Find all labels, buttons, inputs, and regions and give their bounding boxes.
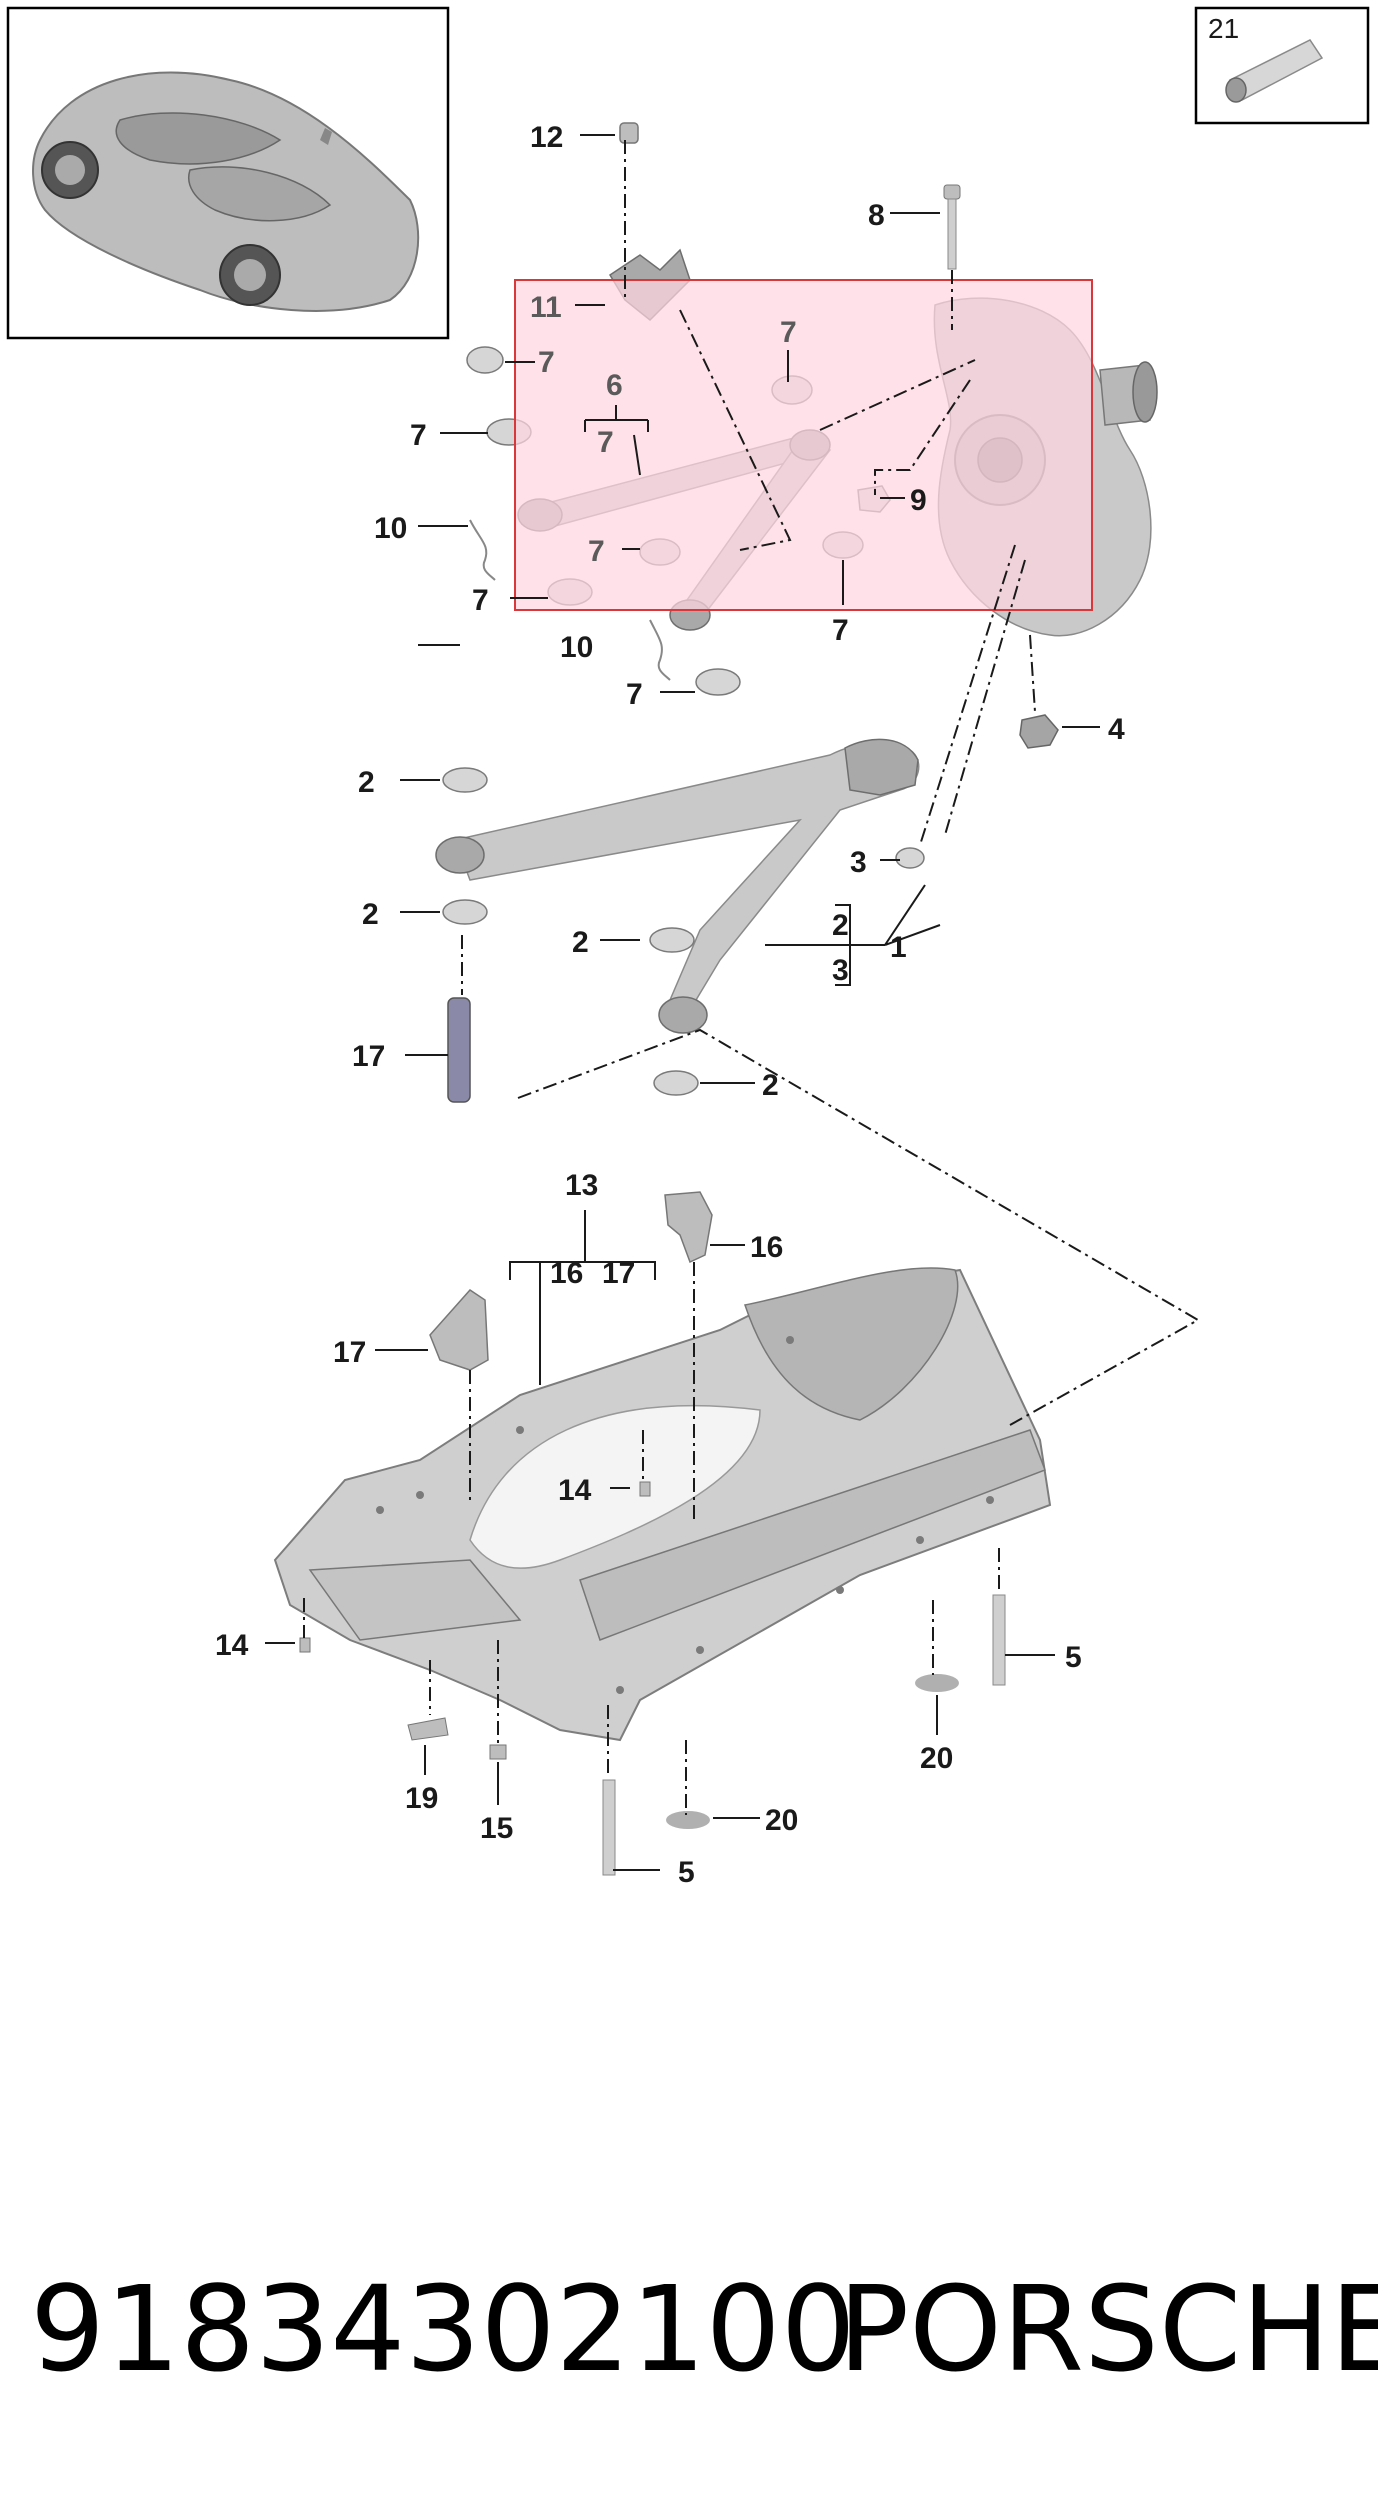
- brand-name: PORSCHE: [838, 2260, 1378, 2398]
- dash-lines: [303, 140, 1201, 1815]
- callout-2-a: 2: [358, 766, 375, 799]
- callout-3-a: 3: [850, 846, 867, 879]
- callout-10-a: 10: [374, 512, 407, 545]
- callout-12: 12: [530, 121, 563, 154]
- callout-15: 15: [480, 1812, 513, 1845]
- callout-7-f: 7: [472, 584, 489, 617]
- bolts-5: [602, 1594, 1006, 1876]
- bolt-8: [943, 184, 961, 270]
- callout-7-a: 7: [538, 346, 555, 379]
- vehicle-thumbnail: [6, 6, 450, 340]
- callout-19: 19: [405, 1782, 438, 1815]
- car-illustration: [32, 71, 420, 312]
- callout-11: 11: [530, 291, 562, 324]
- part-number: 91834302100: [30, 2260, 856, 2398]
- upper-assembly: [466, 122, 1158, 749]
- part-21-box: 21: [1194, 6, 1370, 125]
- callout-7-d: 7: [410, 419, 427, 452]
- callout-8: 8: [868, 199, 885, 232]
- callout-20-a: 20: [920, 1742, 953, 1775]
- callout-10-b: 10: [560, 631, 593, 664]
- callout-2-e: 2: [762, 1069, 779, 1102]
- callout-7-h: 7: [626, 678, 643, 711]
- callout-3-b: 3: [832, 954, 849, 987]
- nut-4: [1019, 714, 1059, 749]
- callout-2-d: 2: [572, 926, 589, 959]
- callout-7-e: 7: [588, 535, 605, 568]
- callout-16-a: 16: [550, 1257, 583, 1290]
- wires-10: [469, 519, 671, 681]
- subframe: [273, 1191, 1052, 1876]
- plugs-20: [666, 1674, 959, 1829]
- callout-13: 13: [565, 1169, 598, 1202]
- callout-1: 1: [890, 931, 907, 964]
- callout-7-c: 7: [597, 426, 614, 459]
- callouts: 12 8 11 7 7 6 7 7 9 10 7 7 7 10 7 4 2 3 …: [215, 121, 1125, 1889]
- callout-7-g: 7: [832, 614, 849, 647]
- callout-9: 9: [910, 484, 927, 517]
- callout-21: 21: [1208, 13, 1239, 44]
- grease-tube: [1225, 39, 1324, 103]
- footer: 91834302100 PORSCHE: [30, 2260, 1378, 2398]
- callout-2-c: 2: [362, 898, 379, 931]
- callout-5-b: 5: [678, 1856, 695, 1889]
- leader-lines: [265, 134, 1100, 1871]
- callout-14-a: 14: [558, 1474, 592, 1507]
- callout-16-b: 16: [750, 1231, 783, 1264]
- bracket-16: [664, 1191, 713, 1264]
- callout-17-a: 17: [352, 1040, 385, 1073]
- callout-2-b: 2: [832, 909, 849, 942]
- pin-17: [447, 997, 471, 1103]
- callout-20-b: 20: [765, 1804, 798, 1837]
- lower-wishbone: [435, 738, 925, 1103]
- bracket-17: [429, 1289, 489, 1371]
- callout-7-b: 7: [780, 316, 797, 349]
- callout-6: 6: [606, 369, 623, 402]
- callout-17-b: 17: [602, 1257, 635, 1290]
- bolt-12: [619, 122, 639, 144]
- callout-14-b: 14: [215, 1629, 249, 1662]
- highlight-region: [514, 279, 1093, 611]
- callout-17-c: 17: [333, 1336, 366, 1369]
- callout-4: 4: [1108, 713, 1125, 746]
- callout-5-a: 5: [1065, 1641, 1082, 1674]
- small-fasteners: [299, 1481, 651, 1760]
